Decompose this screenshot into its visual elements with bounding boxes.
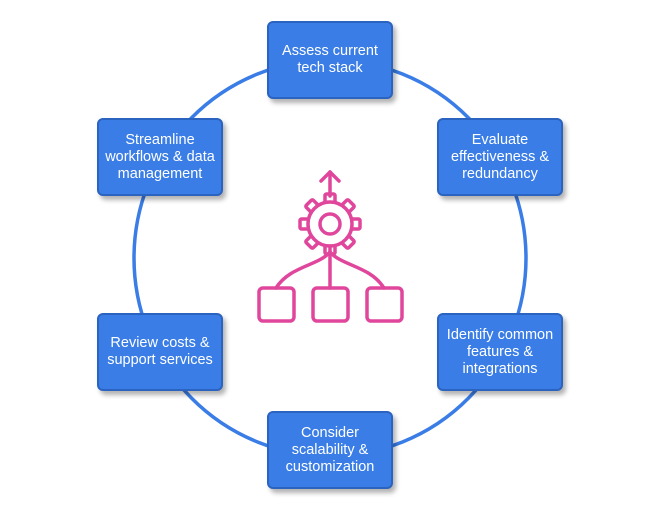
step-label: Evaluate effectiveness & redundancy (450, 131, 550, 182)
right-box-shape (365, 286, 404, 323)
left-box-shape (257, 286, 296, 323)
step-assess-tech-stack[interactable]: Assess current tech stack (267, 21, 393, 99)
step-consider-scalability[interactable]: Consider scalability & customization (267, 411, 393, 489)
step-streamline-workflows[interactable]: Streamline workflows & data management (97, 118, 223, 196)
step-review-costs[interactable]: Review costs & support services (97, 313, 223, 391)
step-label: Consider scalability & customization (285, 424, 375, 475)
middle-box-shape (311, 286, 350, 323)
step-label: Review costs & support services (107, 335, 213, 368)
step-label: Identify common features & integrations (446, 326, 554, 377)
arrow-head (319, 170, 341, 183)
step-label: Streamline workflows & data management (105, 131, 215, 182)
step-label: Assess current tech stack (282, 43, 378, 76)
step-evaluate-effectiveness[interactable]: Evaluate effectiveness & redundancy (437, 118, 563, 196)
step-identify-common-features[interactable]: Identify common features & integrations (437, 313, 563, 391)
